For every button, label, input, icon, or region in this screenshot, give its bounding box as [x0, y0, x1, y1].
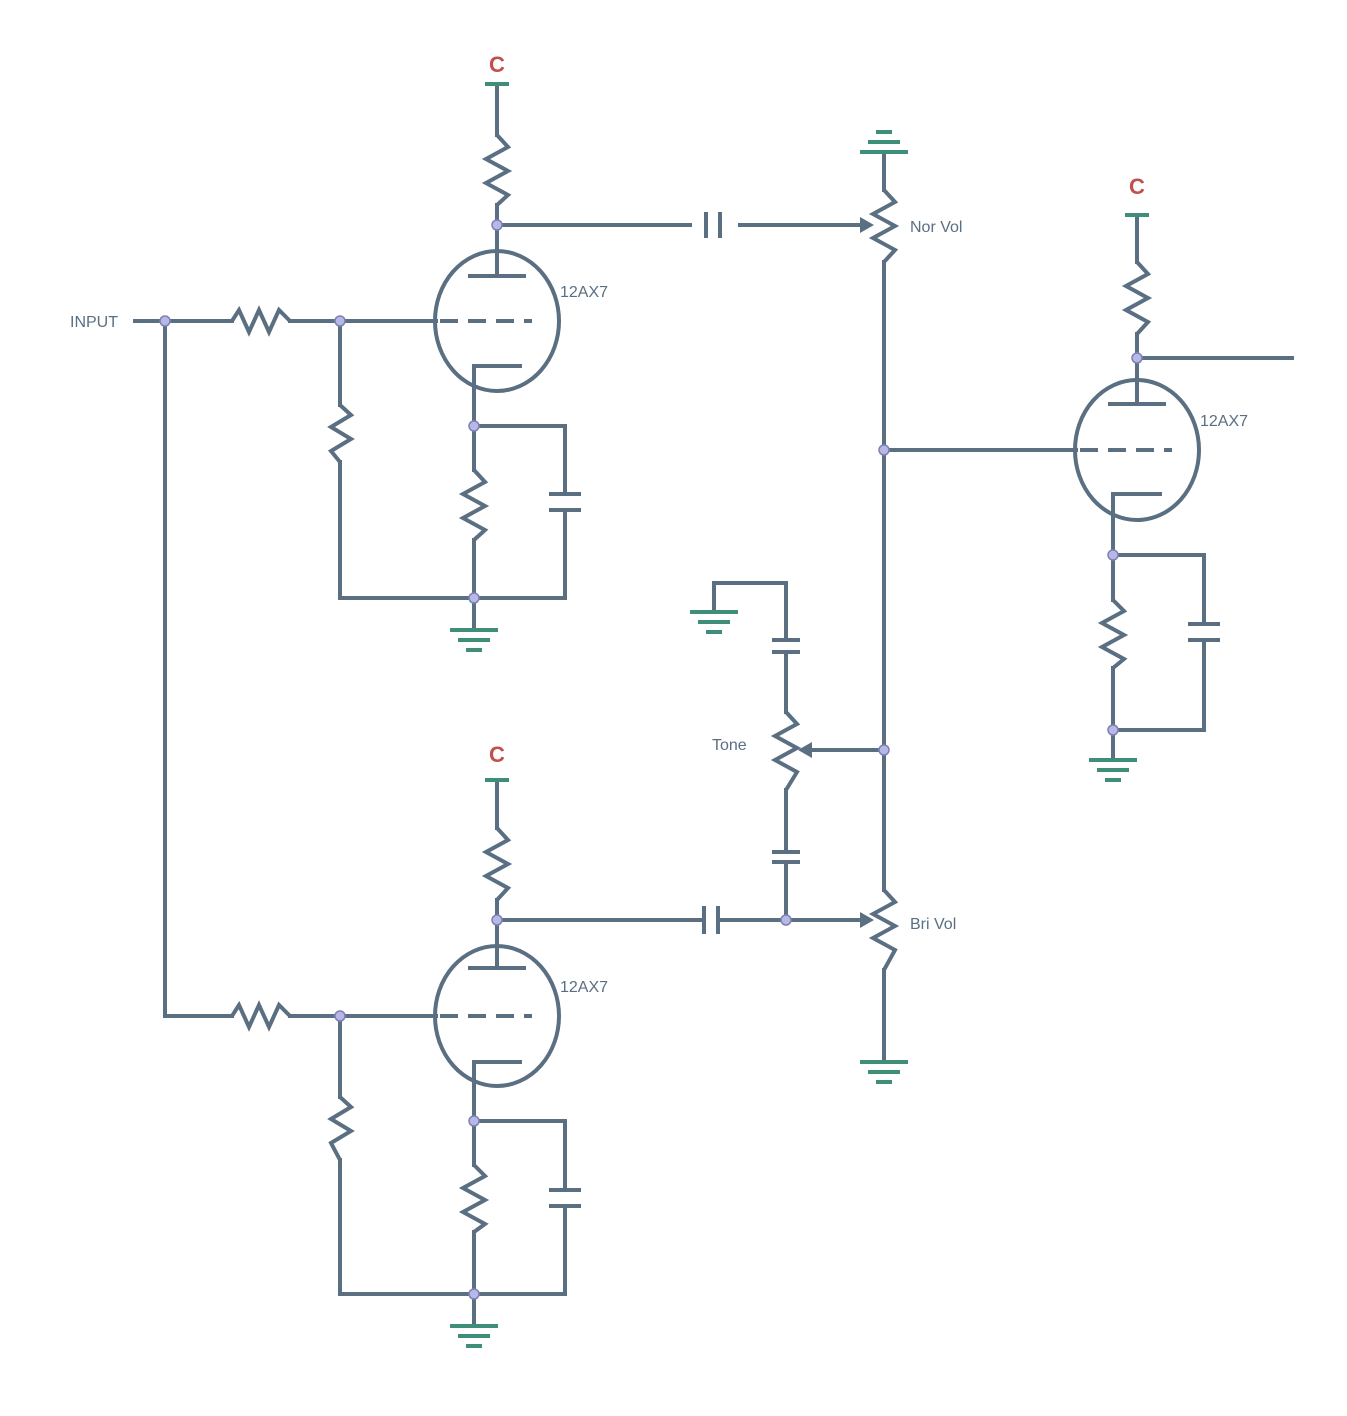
supply-label-right: C [1129, 174, 1145, 199]
supply-label-bottom: C [489, 742, 505, 767]
tone-label: Tone [712, 737, 747, 754]
junction-nodes [159, 219, 1143, 1300]
tube-right-label: 12AX7 [1200, 413, 1248, 430]
tube-bottom [433, 944, 561, 1088]
cathode-resistor-top [458, 468, 490, 542]
tone-pot [770, 710, 802, 792]
grid-leak-resistor-bottom [327, 1095, 355, 1161]
ground-tone [690, 610, 738, 634]
plate-resistor-top [481, 133, 513, 207]
grid-leak-resistor-top [327, 403, 355, 464]
ground-bri-vol [860, 1060, 908, 1084]
input-resistor-bottom [230, 1000, 292, 1032]
tube-bottom-label: 12AX7 [560, 979, 608, 996]
tube-right [1073, 378, 1201, 522]
cathode-resistor-right [1097, 598, 1129, 670]
supply-label-top: C [489, 52, 505, 77]
supply-terminal-top: C [485, 52, 509, 86]
resistors [230, 133, 1153, 1234]
ground-top-stage [450, 596, 498, 652]
supply-terminal-right: C [1125, 174, 1149, 217]
plate-resistor-bottom [481, 826, 513, 902]
nor-vol-label: Nor Vol [910, 219, 962, 236]
wires [133, 82, 1294, 1326]
ground-nor-vol [860, 130, 908, 154]
cathode-resistor-bottom [458, 1163, 490, 1234]
tube-top [433, 249, 561, 393]
input-label: INPUT [70, 314, 118, 331]
ground-bottom-stage [450, 1324, 498, 1348]
input-resistor-top [230, 305, 292, 337]
bri-vol-label: Bri Vol [910, 916, 956, 933]
tube-top-label: 12AX7 [560, 284, 608, 301]
potentiometers [748, 188, 900, 971]
nor-vol-pot [868, 188, 900, 264]
plate-resistor-right [1121, 260, 1153, 336]
ground-right-stage [1089, 758, 1137, 782]
supply-terminal-bottom: C [485, 742, 509, 782]
capacitors [549, 212, 1220, 1208]
bri-vol-pot [868, 888, 900, 971]
